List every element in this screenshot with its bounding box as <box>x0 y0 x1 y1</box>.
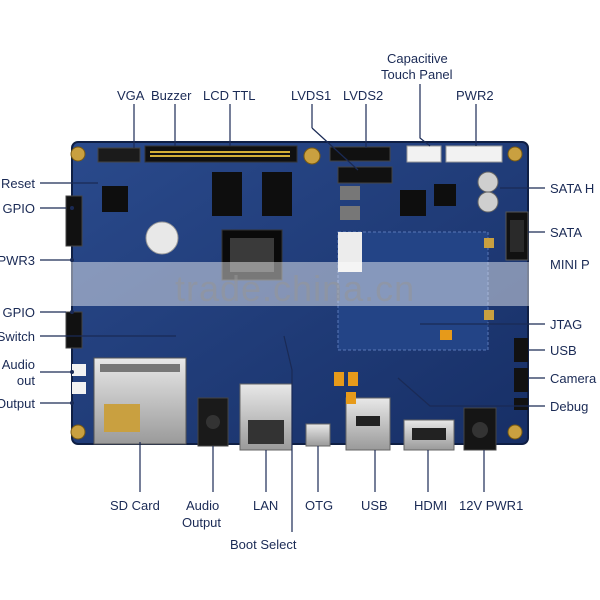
label-audio-output-2: Output <box>182 515 222 530</box>
label-lan: LAN <box>253 498 279 513</box>
gpio-header-bottom <box>65 311 83 349</box>
touch-panel-connector <box>406 145 442 163</box>
label-pwr2: PWR2 <box>456 88 494 103</box>
lcd-ttl-connector <box>144 145 298 163</box>
usb-header-right <box>514 338 528 362</box>
leader-lines <box>40 84 545 532</box>
label-reset: Reset <box>1 176 35 191</box>
camera-connector <box>514 368 528 392</box>
pwr2-connector <box>445 145 503 163</box>
label-mini-p: MINI P <box>550 257 590 272</box>
label-vga: VGA <box>117 88 145 103</box>
label-camera: Camera <box>550 371 597 386</box>
watermark-band <box>0 262 600 306</box>
label-otg: OTG <box>305 498 334 513</box>
label-audio-output-1: Audio <box>186 498 220 513</box>
label-sata-h: SATA H <box>550 181 595 196</box>
debug-connector <box>514 398 528 410</box>
label-sd-card: SD Card <box>110 498 160 513</box>
label-gpio-bottom: GPIO <box>2 305 35 320</box>
label-audio: Audio <box>1 357 35 372</box>
label-lvds1: LVDS1 <box>291 88 332 103</box>
label-touch-panel: Touch Panel <box>381 67 453 82</box>
label-pwr3: PWR3 <box>0 253 35 268</box>
label-hdmi: HDMI <box>414 498 448 513</box>
vga-connector <box>97 147 141 163</box>
label-usb-bottom: USB <box>361 498 388 513</box>
watermark: trade.china.cn <box>175 268 416 309</box>
mounting-holes <box>70 146 523 440</box>
label-audio-out: out <box>16 373 35 388</box>
label-lvds2: LVDS2 <box>343 88 384 103</box>
label-boot-select: Boot Select <box>230 537 297 552</box>
otg-port <box>305 423 331 447</box>
gpio-header-top <box>65 195 83 247</box>
label-switch: Switch <box>0 329 35 344</box>
label-sata: SATA <box>550 225 583 240</box>
buzzer <box>145 221 179 255</box>
label-debug: Debug <box>550 399 589 414</box>
lvds1-connector <box>329 146 391 162</box>
label-12v-pwr1: 12V PWR1 <box>459 498 524 513</box>
label-output-left: Output <box>0 396 35 411</box>
label-gpio-top: GPIO <box>2 201 35 216</box>
label-capacitive: Capacitive <box>387 51 448 66</box>
label-usb-right: USB <box>550 343 577 358</box>
label-jtag: JTAG <box>550 317 583 332</box>
mini-pcie-slot <box>337 231 489 351</box>
label-buzzer: Buzzer <box>151 88 192 103</box>
label-lcd-ttl: LCD TTL <box>203 88 256 103</box>
